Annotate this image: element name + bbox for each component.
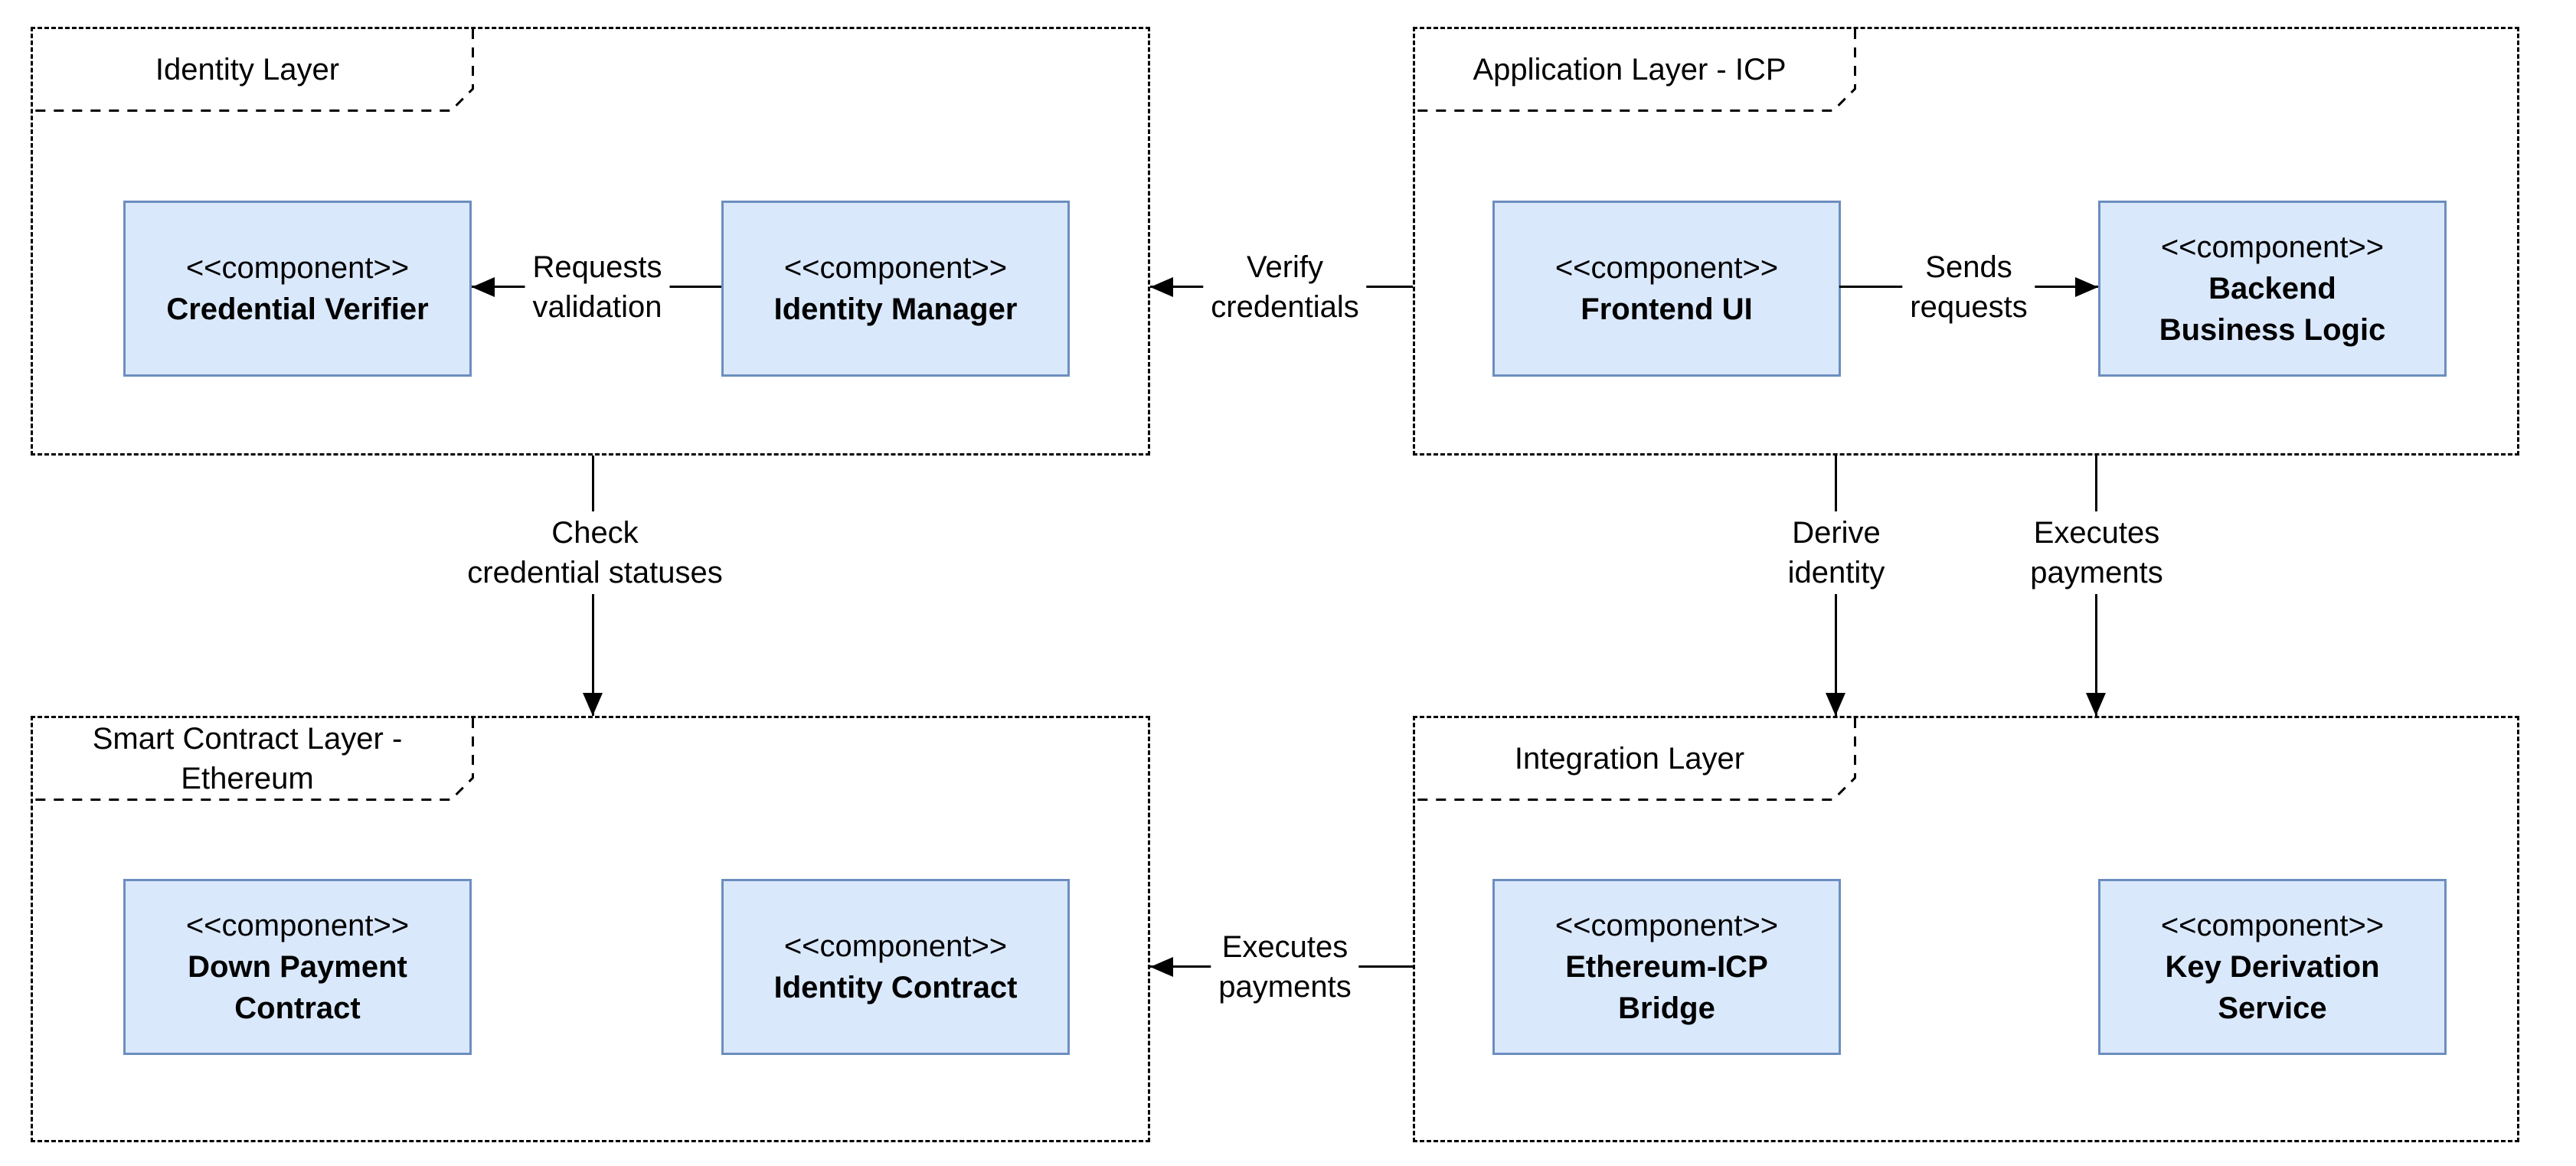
stereotype-label: <<component>>: [2160, 230, 2385, 264]
arrowhead-right-icon: [2075, 277, 2098, 297]
layer-title: Identity Layer: [155, 53, 340, 87]
component-name: Backend Business Logic: [2159, 272, 2386, 347]
connection-label: Verify credentials: [1203, 246, 1367, 328]
component-name: Key Derivation Service: [2165, 950, 2380, 1025]
layer-title: Application Layer - ICP: [1473, 53, 1787, 87]
connection-label: Sends requests: [1902, 246, 2035, 328]
component-credential-verifier: <<component>> Credential Verifier: [123, 201, 472, 377]
component-key-derivation-service: <<component>> Key Derivation Service: [2098, 879, 2447, 1055]
component-down-payment-contract: <<component>> Down Payment Contract: [123, 879, 472, 1055]
arrowhead-left-icon: [1150, 277, 1173, 297]
component-name: Identity Contract: [773, 971, 1018, 1004]
arrowhead-left-icon: [1150, 957, 1173, 977]
connection-label: Derive identity: [1780, 511, 1893, 594]
arrowhead-down-icon: [2086, 693, 2106, 716]
stereotype-label: <<component>>: [783, 929, 1008, 963]
layer-application-icp: Application Layer - ICP <<component>> Fr…: [1413, 27, 2519, 456]
layer-title: Integration Layer: [1514, 742, 1745, 776]
connection-label: Requests validation: [525, 246, 670, 328]
component-frontend-ui: <<component>> Frontend UI: [1492, 201, 1841, 377]
component-name: Frontend UI: [1581, 292, 1753, 326]
layer-integration: Integration Layer <<component>> Ethereum…: [1413, 716, 2519, 1142]
stereotype-label: <<component>>: [1554, 909, 1779, 942]
stereotype-label: <<component>>: [185, 909, 410, 942]
stereotype-label: <<component>>: [2160, 909, 2385, 942]
component-name: Ethereum-ICP Bridge: [1565, 950, 1768, 1025]
component-name: Credential Verifier: [166, 292, 429, 326]
layer-smart-contract-ethereum: Smart Contract Layer - Ethereum <<compon…: [31, 716, 1150, 1142]
component-name: Identity Manager: [773, 292, 1018, 326]
stereotype-label: <<component>>: [783, 251, 1008, 285]
connection-label: Check credential statuses: [459, 511, 731, 594]
component-identity-contract: <<component>> Identity Contract: [721, 879, 1070, 1055]
component-backend-business-logic: <<component>> Backend Business Logic: [2098, 201, 2447, 377]
arrowhead-left-icon: [472, 277, 495, 297]
arrowhead-down-icon: [583, 693, 603, 716]
layer-identity: Identity Layer <<component>> Credential …: [31, 27, 1150, 456]
connection-label: Executes payments: [2022, 511, 2171, 594]
arrowhead-down-icon: [1826, 693, 1845, 716]
connection-label: Executes payments: [1211, 926, 1359, 1008]
component-name: Down Payment Contract: [188, 950, 407, 1025]
component-identity-manager: <<component>> Identity Manager: [721, 201, 1070, 377]
stereotype-label: <<component>>: [1554, 251, 1779, 285]
stereotype-label: <<component>>: [185, 251, 410, 285]
layer-title: Smart Contract Layer - Ethereum: [92, 722, 403, 795]
component-ethereum-icp-bridge: <<component>> Ethereum-ICP Bridge: [1492, 879, 1841, 1055]
